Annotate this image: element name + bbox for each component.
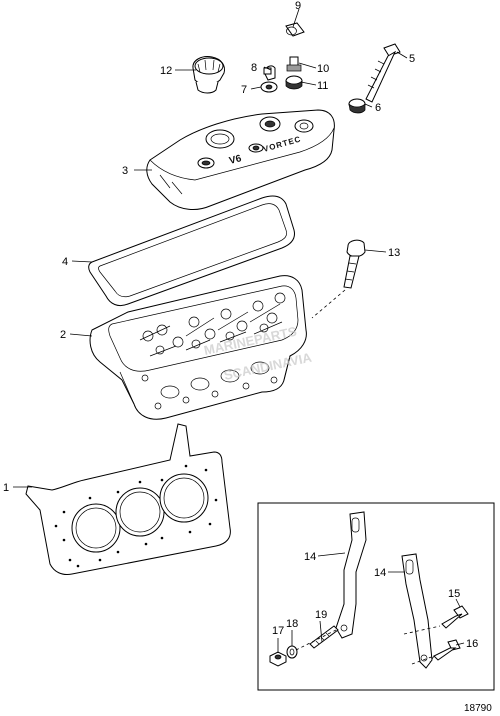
part-13-head-bolt[interactable]: [311, 239, 366, 319]
part-11-grommet[interactable]: [285, 75, 303, 90]
callout-10: 10: [317, 63, 329, 75]
callout-3: 3: [122, 165, 128, 177]
part-5-cover-bolt[interactable]: [365, 43, 401, 103]
callout-1: 1: [3, 482, 9, 494]
part-8-elbow-fitting[interactable]: [263, 65, 276, 81]
part-10-pcv-valve[interactable]: [286, 56, 302, 72]
callout-5: 5: [409, 53, 415, 65]
leader-lines: [13, 8, 465, 653]
part-4-cover-gasket[interactable]: [88, 195, 295, 307]
callout-14a: 14: [304, 551, 316, 563]
callout-4: 4: [62, 256, 68, 268]
callout-18: 18: [286, 618, 298, 630]
callout-7: 7: [241, 84, 247, 96]
part-3-valve-cover[interactable]: V6 VORTEC: [146, 109, 335, 210]
part-19-stud[interactable]: [309, 625, 339, 649]
callout-14b: 14: [374, 567, 386, 579]
callout-17: 17: [272, 625, 284, 637]
callout-8: 8: [251, 62, 257, 74]
callout-9: 9: [295, 0, 301, 12]
callout-6: 6: [375, 102, 381, 114]
part-18-washer[interactable]: [286, 645, 298, 659]
detail-box: [257, 502, 495, 691]
part-7-grommet[interactable]: [260, 81, 278, 93]
callout-16: 16: [466, 638, 478, 650]
part-9-breather-tube[interactable]: [285, 22, 305, 37]
figure-number: 18790: [464, 703, 492, 714]
part-16-bracket-bolt[interactable]: [433, 639, 461, 661]
part-14-lifting-bracket-right[interactable]: [401, 553, 433, 669]
part-6-bolt-washer[interactable]: [348, 98, 366, 114]
callout-15: 15: [448, 588, 460, 600]
part-1-head-gasket[interactable]: [25, 423, 231, 575]
part-14-lifting-bracket-left[interactable]: [335, 511, 367, 639]
callout-19: 19: [315, 609, 327, 621]
part-15-bracket-bolt[interactable]: [441, 605, 469, 629]
callouts: 9 8 10 11 7 12 5 6 3 4 13 2 1 14 14 15 1…: [3, 0, 478, 650]
callout-13: 13: [388, 247, 400, 259]
part-17-nut[interactable]: [269, 651, 287, 667]
stamp-v6: V6: [228, 153, 243, 167]
part-12-oil-filler-cap[interactable]: [192, 56, 225, 94]
part-2-cylinder-head[interactable]: MARINEPARTS SCANDINAVIA: [89, 275, 314, 420]
callout-11: 11: [317, 80, 328, 92]
callout-2: 2: [60, 329, 66, 341]
callout-12: 12: [160, 65, 172, 77]
